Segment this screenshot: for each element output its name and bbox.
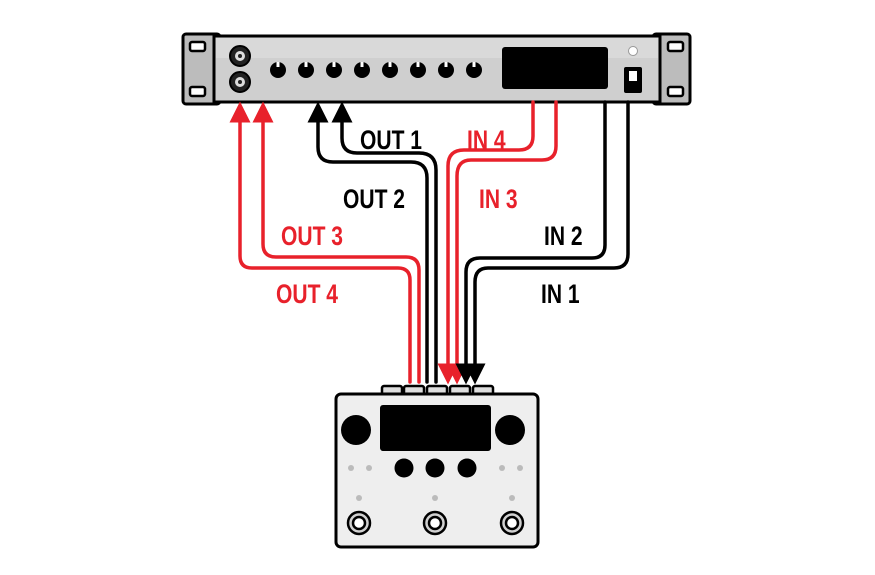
led-icon	[509, 495, 515, 501]
led-icon	[499, 465, 505, 471]
knob-icon	[270, 62, 286, 78]
knob-icon	[354, 62, 370, 78]
knob-icon	[298, 62, 314, 78]
cable-in1	[464, 100, 630, 385]
label-out1: OUT 1	[360, 126, 422, 156]
cable-in2	[455, 100, 607, 385]
label-out3: OUT 3	[281, 222, 343, 252]
cable-in3	[446, 100, 558, 385]
power-led-icon	[628, 46, 638, 56]
knob-icon	[466, 62, 482, 78]
combo-jack-icon	[229, 71, 251, 93]
footswitch-icon	[499, 510, 525, 536]
display-screen-icon	[502, 47, 608, 89]
rack-mount-hole	[666, 40, 685, 53]
knob-icon	[425, 458, 445, 478]
knob-icon	[457, 458, 477, 478]
label-out4: OUT 4	[276, 280, 338, 310]
label-in4: IN 4	[467, 126, 506, 156]
led-icon	[356, 495, 362, 501]
knob-icon	[341, 415, 371, 445]
combo-jack-icon	[229, 45, 251, 67]
rack-mount-hole	[666, 85, 685, 98]
cables	[229, 100, 630, 385]
cable-out3	[252, 101, 421, 384]
footswitch-icon	[346, 510, 372, 536]
knob-icon	[438, 62, 454, 78]
led-icon	[348, 465, 354, 471]
cable-out2	[307, 101, 429, 384]
rack-mount-hole	[188, 40, 207, 53]
display-screen-icon	[380, 405, 491, 451]
cable-labels: OUT 1 OUT 2 OUT 3 OUT 4 IN 4 IN 3 IN 2 I…	[276, 126, 583, 310]
rack-mount-hole	[188, 85, 207, 98]
rack-unit	[181, 32, 692, 106]
cable-out1	[331, 101, 438, 384]
label-in2: IN 2	[544, 222, 583, 252]
knob-icon	[410, 62, 426, 78]
led-icon	[517, 465, 523, 471]
cable-in4	[437, 100, 535, 385]
footswitch-icon	[422, 510, 448, 536]
knob-icon	[394, 458, 414, 478]
label-out2: OUT 2	[343, 185, 405, 215]
pedal-unit	[334, 384, 540, 549]
label-in1: IN 1	[541, 280, 580, 310]
knob-icon	[495, 415, 525, 445]
cable-out4	[229, 101, 412, 384]
knob-icon	[382, 62, 398, 78]
label-in3: IN 3	[479, 185, 518, 215]
led-icon	[366, 465, 372, 471]
knob-icon	[326, 62, 342, 78]
led-icon	[432, 495, 438, 501]
